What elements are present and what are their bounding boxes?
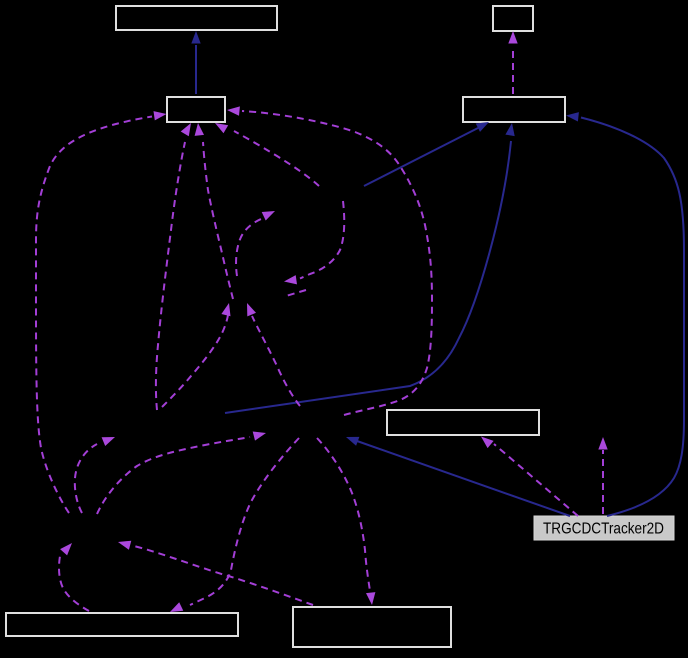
svg-text:TRGCDCTracker2D: TRGCDCTracker2D (543, 521, 664, 538)
